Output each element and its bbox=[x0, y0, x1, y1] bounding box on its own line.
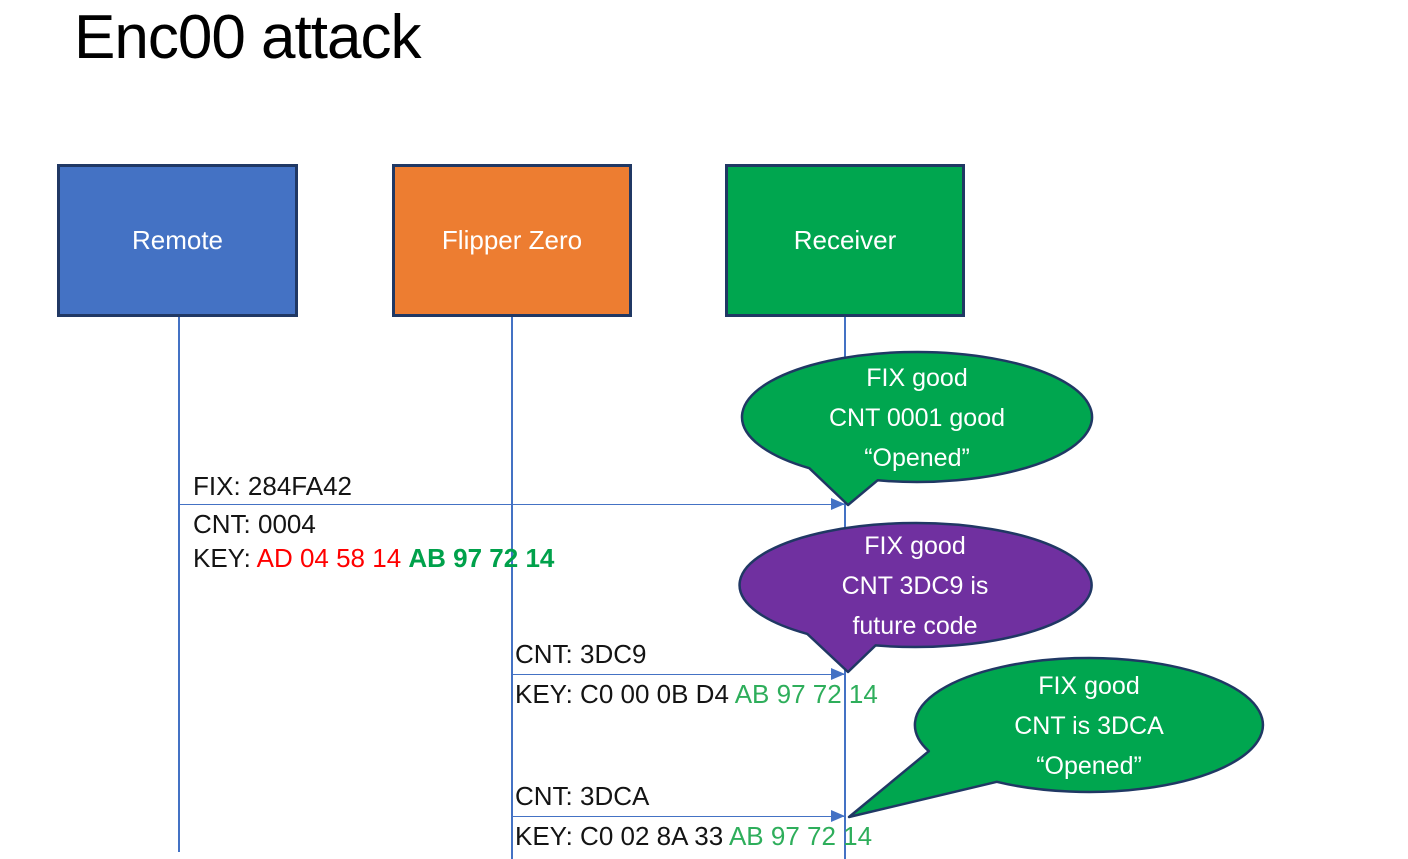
message3-key-label: KEY: C0 02 8A 33 AB 97 72 14 bbox=[515, 821, 872, 852]
actor-box-flipper-zero: Flipper Zero bbox=[392, 164, 632, 317]
bubble3-text: FIX good CNT is 3DCA “Opened” bbox=[934, 666, 1244, 786]
actor-box-receiver: Receiver bbox=[725, 164, 965, 317]
key-fixed-bytes: AB 97 72 14 bbox=[728, 821, 873, 851]
page-title: Enc00 attack bbox=[74, 3, 421, 72]
bubble1-text: FIX good CNT 0001 good “Opened” bbox=[762, 358, 1072, 478]
bubble2-text: FIX good CNT 3DC9 is future code bbox=[760, 526, 1070, 646]
message2-cnt-label: CNT: 3DC9 bbox=[515, 639, 647, 669]
bubble-shape-receiver-response-2 bbox=[738, 521, 1093, 674]
bubble-line: “Opened” bbox=[1036, 752, 1142, 780]
bubble-shape-receiver-response-1 bbox=[740, 350, 1094, 507]
bubble-line: FIX good bbox=[866, 364, 968, 392]
message2-key-label: KEY: C0 00 0B D4 AB 97 72 14 bbox=[515, 679, 878, 710]
arrowhead-right-icon bbox=[831, 668, 845, 680]
key-prefix: KEY: C0 02 8A 33 bbox=[515, 821, 729, 851]
message1-cnt-label: CNT: 0004 bbox=[193, 509, 316, 539]
message1-fix-label: FIX: 284FA42 bbox=[193, 471, 352, 501]
arrowhead-right-icon bbox=[831, 498, 845, 510]
message3-cnt-label: CNT: 3DCA bbox=[515, 781, 650, 811]
message2-arrow bbox=[512, 668, 845, 680]
key-counter-bytes: AD 04 58 14 bbox=[256, 543, 409, 573]
actor-label-flipper-zero: Flipper Zero bbox=[441, 225, 583, 255]
message1-arrow bbox=[179, 498, 845, 510]
message3-arrow bbox=[512, 810, 845, 822]
bubble-line: CNT is 3DCA bbox=[1014, 712, 1164, 740]
key-prefix: KEY: C0 00 0B D4 bbox=[515, 679, 735, 709]
actor-box-remote: Remote bbox=[57, 164, 298, 317]
bubble-line: future code bbox=[852, 612, 978, 640]
bubble-line: CNT 0001 good bbox=[828, 404, 1006, 432]
key-prefix: KEY: bbox=[193, 543, 257, 573]
bubble-line: CNT 3DC9 is bbox=[841, 572, 989, 600]
actor-label-receiver: Receiver bbox=[793, 225, 897, 255]
key-fixed-bytes: AB 97 72 14 bbox=[408, 543, 555, 573]
bubble-line: FIX good bbox=[1038, 672, 1140, 700]
lifeline-remote bbox=[178, 317, 180, 852]
bubble-line: “Opened” bbox=[864, 444, 970, 472]
actor-label-remote: Remote bbox=[131, 225, 224, 255]
arrowhead-right-icon bbox=[831, 810, 845, 822]
lifeline-flipper-zero bbox=[511, 317, 513, 859]
key-fixed-bytes: AB 97 72 14 bbox=[734, 679, 878, 709]
bubble-shape-receiver-response-3 bbox=[847, 656, 1265, 819]
message1-key-label: KEY: AD 04 58 14 AB 97 72 14 bbox=[193, 543, 554, 574]
bubble-line: FIX good bbox=[864, 532, 966, 560]
